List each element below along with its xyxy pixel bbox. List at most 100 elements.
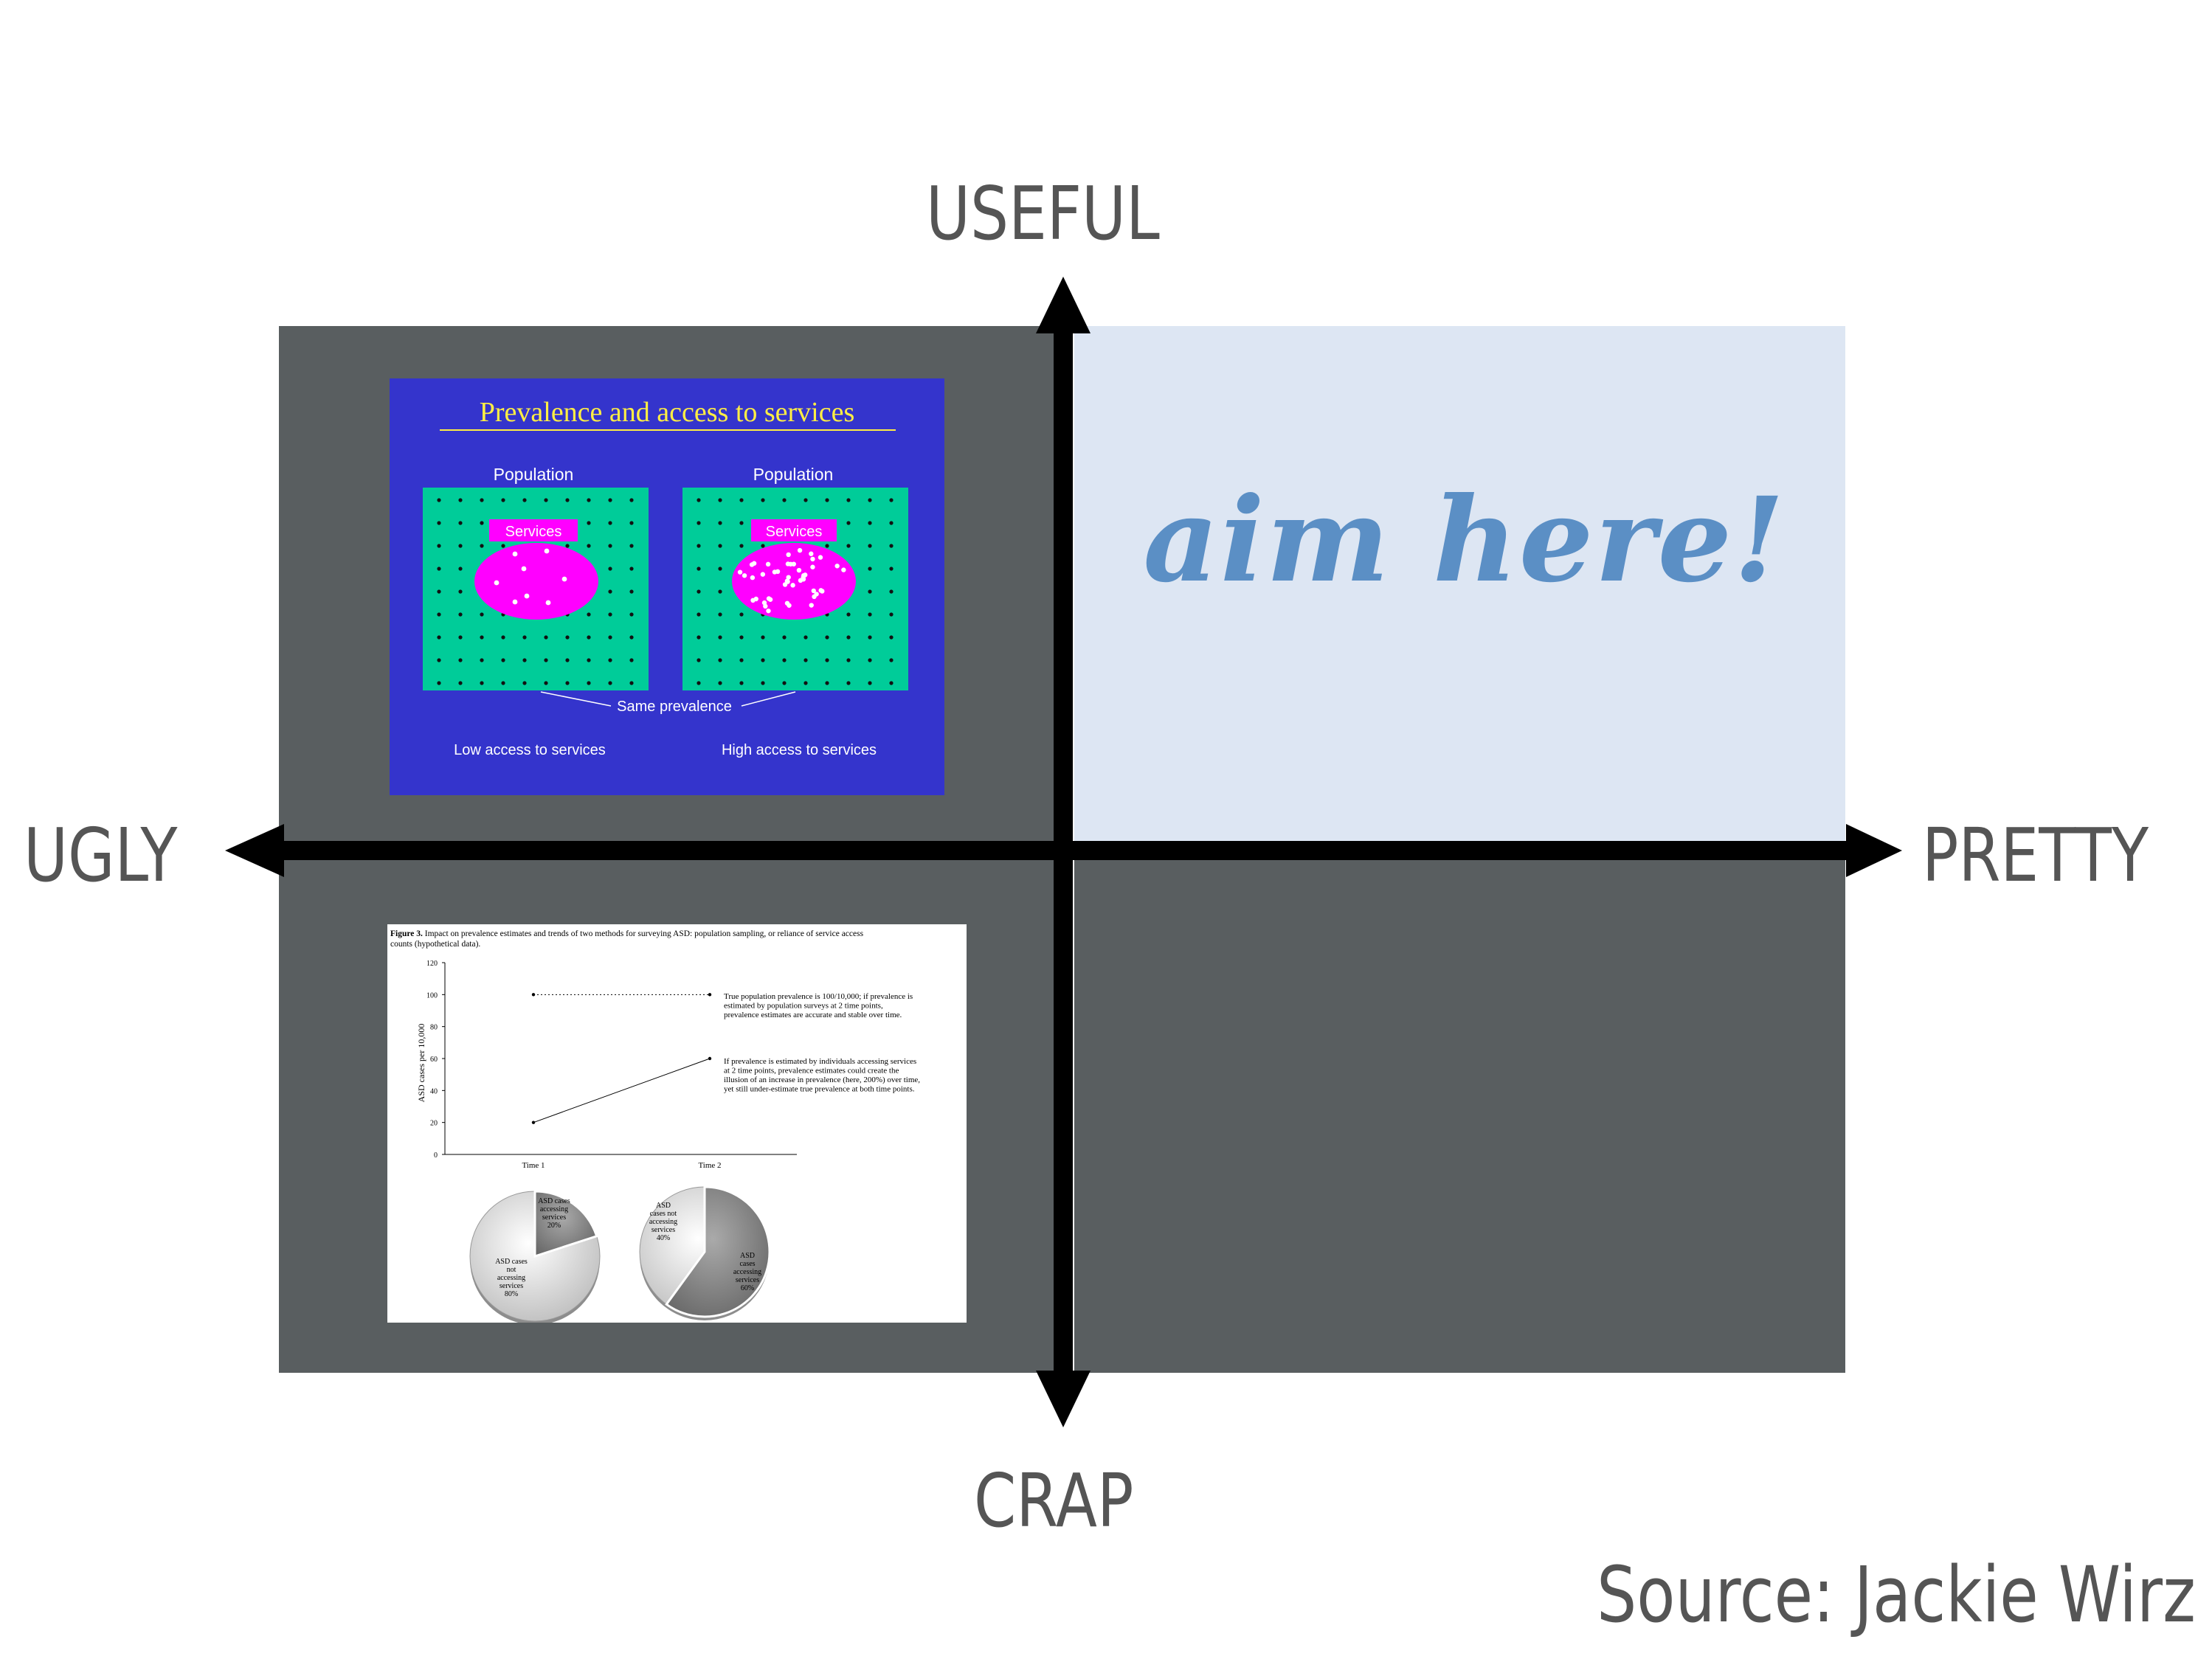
series-line xyxy=(533,1058,711,1123)
pie-rest-label: accessing xyxy=(649,1218,677,1226)
service-user-dot xyxy=(818,588,823,593)
service-user-dot xyxy=(494,580,500,586)
service-user-dot xyxy=(801,577,806,582)
pie-rest-label: 80% xyxy=(505,1290,518,1298)
population-dot xyxy=(629,521,634,525)
service-user-dot xyxy=(761,600,767,606)
quadrant-pretty-crap xyxy=(1074,856,1845,1373)
population-dot xyxy=(697,589,701,594)
population-dot xyxy=(587,681,591,685)
population-dot xyxy=(739,521,744,525)
pie-slice-label: ASD cases xyxy=(538,1197,570,1205)
data-point xyxy=(708,993,712,997)
pointer-left xyxy=(540,691,612,707)
service-user-dot xyxy=(810,564,815,569)
population-dot xyxy=(739,681,744,685)
horizontal-axis xyxy=(273,841,1859,860)
pie-rest-label: ASD xyxy=(656,1202,671,1210)
population-dot xyxy=(565,498,570,502)
population-dot xyxy=(889,658,894,662)
pie-rest-label: 40% xyxy=(657,1234,670,1242)
population-dot xyxy=(608,681,612,685)
caption-text: Impact on prevalence estimates and trend… xyxy=(425,929,864,938)
service-user-dot xyxy=(751,561,757,566)
population-dot xyxy=(587,658,591,662)
population-dot xyxy=(825,498,829,502)
population-dot xyxy=(718,681,722,685)
data-point xyxy=(708,1056,712,1061)
arrow-down xyxy=(1036,1371,1091,1427)
population-dot xyxy=(629,658,634,662)
same-prevalence-label: Same prevalence xyxy=(617,699,732,715)
population-dot xyxy=(718,612,722,617)
services-label-left: Services xyxy=(505,524,562,540)
population-dot xyxy=(587,521,591,525)
service-user-dot xyxy=(809,603,814,608)
population-dot xyxy=(458,567,463,571)
population-dot xyxy=(739,612,744,617)
population-dot xyxy=(501,658,505,662)
y-tick-label: 80 xyxy=(430,1024,438,1032)
y-tick-label: 60 xyxy=(430,1056,438,1064)
service-user-dot xyxy=(737,569,743,575)
population-dot xyxy=(697,658,701,662)
service-user-dot xyxy=(742,573,747,578)
population-dot xyxy=(868,589,872,594)
service-user-dot xyxy=(796,567,802,573)
population-dot xyxy=(437,612,441,617)
services-label-right: Services xyxy=(766,524,823,540)
population-dot xyxy=(458,498,463,502)
high-access-label: High access to services xyxy=(722,742,877,758)
population-dot xyxy=(718,544,722,548)
services-box-left xyxy=(489,519,578,541)
note-line: illusion of an increase in prevalence (h… xyxy=(724,1076,920,1084)
population-dot xyxy=(846,521,851,525)
service-user-dot xyxy=(545,600,551,606)
population-dot xyxy=(437,635,441,640)
service-user-dot xyxy=(524,593,530,599)
pie-slice-label: cases xyxy=(739,1260,755,1268)
data-point xyxy=(531,1121,536,1124)
population-dot xyxy=(889,544,894,548)
population-dot xyxy=(803,681,808,685)
service-user-dot xyxy=(797,547,803,553)
population-dot xyxy=(718,589,722,594)
pointer-right xyxy=(741,691,796,707)
service-user-dot xyxy=(814,592,819,597)
population-dot xyxy=(629,612,634,617)
pie-slice-label: ASD xyxy=(740,1252,755,1260)
population-dot xyxy=(718,521,722,525)
note-line: True population prevalence is 100/10,000… xyxy=(724,992,913,1001)
population-dot xyxy=(868,521,872,525)
population-dot xyxy=(587,612,591,617)
population-dot xyxy=(587,635,591,640)
y-tick-label: 40 xyxy=(430,1087,438,1095)
service-user-dot xyxy=(772,569,778,575)
population-dot xyxy=(889,589,894,594)
population-dot xyxy=(825,635,829,640)
population-dot xyxy=(522,635,527,640)
data-point xyxy=(531,993,536,997)
services-box-right xyxy=(751,519,837,541)
population-dot xyxy=(718,658,722,662)
service-user-dot xyxy=(788,561,793,567)
population-dot xyxy=(501,681,505,685)
source-credit: Source: Jackie Wirz xyxy=(1597,1550,2196,1640)
population-dot xyxy=(761,635,765,640)
services-ellipse-right xyxy=(732,543,856,620)
population-dot xyxy=(458,544,463,548)
population-dot xyxy=(825,658,829,662)
service-user-dot xyxy=(512,599,518,605)
population-dot xyxy=(437,658,441,662)
pie-rest-label: cases not xyxy=(650,1210,677,1218)
population-dot xyxy=(437,567,441,571)
population-dot xyxy=(889,567,894,571)
service-user-dot xyxy=(809,551,814,556)
population-dot xyxy=(868,498,872,502)
population-dot xyxy=(608,635,612,640)
note-line: estimated by population surveys at 2 tim… xyxy=(724,1002,883,1011)
population-dot xyxy=(868,658,872,662)
